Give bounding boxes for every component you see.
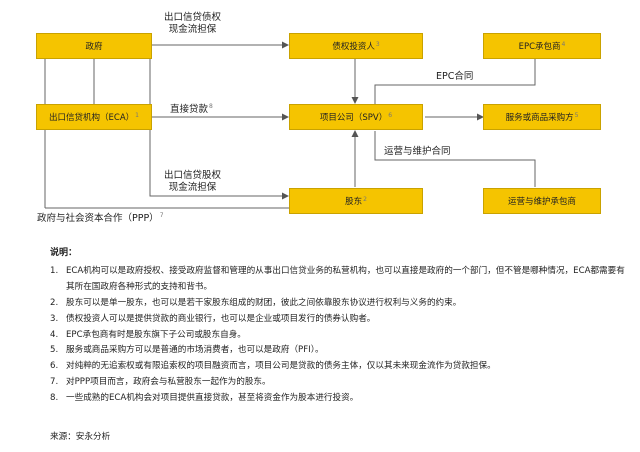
om-box: 运营与维护承包商 [483, 188, 601, 214]
ppp-label: 政府与社会资本合作（PPP）7 [37, 210, 164, 225]
connector-om-spv [374, 131, 536, 187]
connector-eca-bond-investor [149, 41, 289, 105]
direct-loan-note-marker: 8 [209, 103, 213, 110]
note-number: 8. [50, 393, 59, 404]
shareholder-label: 股东 [345, 197, 363, 207]
connector-epc-spv [374, 58, 536, 104]
notes-title: 说明： [50, 248, 78, 258]
government-label: 政府 [85, 42, 103, 52]
export-credit-equity-line1: 出口信贷股权 [164, 170, 222, 181]
direct-loan-text: 直接贷款 [170, 104, 209, 116]
purchaser-label: 服务或商品采购方 [505, 113, 574, 123]
ppp-text: 政府与社会资本合作（PPP） [37, 213, 159, 225]
export-credit-equity-label: 出口信贷股权 现金流担保 [164, 170, 221, 194]
notes-section: 说明： 1. ECA机构可以是政府授权、接受政府监督和管理的从事出口信贷业务的私营… [50, 246, 630, 407]
note-number: 4. [50, 329, 59, 340]
note-text: ECA机构可以是政府授权、接受政府监督和管理的从事出口信贷业务的私营机构，也可以… [66, 265, 625, 292]
note-text: 服务或商品采购方可以是普通的市场消费者，也可以是政府（PFI）。 [66, 345, 324, 356]
om-contract-label: 运营与维护合同 [384, 146, 451, 158]
note-item: 6. 对纯粹的无追索权或有限追索权的项目融资而言，项目公司是贷款的债务主体，仅以其… [50, 359, 630, 375]
note-number: 1. [50, 265, 59, 276]
shareholder-note-marker: 2 [363, 195, 367, 203]
export-credit-equity-line2: 现金流担保 [168, 182, 217, 193]
export-credit-debt-line2: 现金流担保 [168, 24, 217, 35]
notes-list: 1. ECA机构可以是政府授权、接受政府监督和管理的从事出口信贷业务的私营机构，也… [50, 264, 630, 407]
om-label: 运营与维护承包商 [507, 197, 576, 207]
epc-label: EPC承包商 [518, 42, 561, 52]
source-line: 来源：安永分析 [50, 432, 111, 442]
note-item: 3. 债权投资人可以是提供贷款的商业银行，也可以是企业或项目发行的债券认购者。 [50, 312, 630, 328]
note-number: 7. [50, 377, 59, 388]
connector-eca-shareholder [149, 128, 289, 200]
note-item: 5. 服务或商品采购方可以是普通的市场消费者，也可以是政府（PFI）。 [50, 343, 630, 359]
spv-note-marker: 6 [388, 111, 393, 119]
government-box: 政府 [36, 33, 152, 59]
note-item: 7. 对PPP项目而言，政府会与私营股东一起作为的股东。 [50, 375, 630, 391]
purchaser-note-marker: 5 [574, 111, 579, 119]
note-item: 8. 一些成熟的ECA机构会对项目提供直接贷款，甚至将资金作为股本进行投资。 [50, 391, 630, 407]
note-item: 1. ECA机构可以是政府授权、接受政府监督和管理的从事出口信贷业务的私营机构，也… [50, 264, 630, 296]
ppp-note-marker: 7 [159, 212, 164, 219]
epc-contract-text: EPC合同 [436, 71, 474, 82]
note-number: 2. [50, 297, 59, 308]
note-text: 对PPP项目而言，政府会与私营股东一起作为的股东。 [66, 377, 271, 388]
spv-label: 项目公司（SPV） [319, 113, 388, 123]
export-credit-debt-line1: 出口信贷债权 [164, 12, 222, 23]
epc-contract-label: EPC合同 [436, 71, 473, 83]
note-number: 3. [50, 313, 59, 324]
eca-label: 出口信贷机构（ECA） [49, 113, 135, 123]
note-text: 债权投资人可以是提供贷款的商业银行，也可以是企业或项目发行的债券认购者。 [66, 313, 376, 324]
note-text: EPC承包商有时是股东旗下子公司或股东自身。 [66, 329, 246, 340]
bond-investor-label: 债权投资人 [332, 42, 375, 52]
note-number: 5. [50, 345, 59, 356]
om-contract-text: 运营与维护合同 [384, 146, 451, 157]
eca-box: 出口信贷机构（ECA）1 [36, 104, 152, 130]
direct-loan-label: 直接贷款8 [170, 101, 213, 116]
eca-note-marker: 1 [135, 111, 139, 119]
note-text: 股东可以是单一股东，也可以是若干家股东组成的财团，彼此之间依靠股东协议进行权利与… [66, 297, 462, 308]
note-text: 一些成熟的ECA机构会对项目提供直接贷款，甚至将资金作为股本进行投资。 [66, 393, 359, 404]
export-credit-debt-label: 出口信贷债权 现金流担保 [164, 12, 221, 36]
note-number: 6. [50, 361, 59, 372]
epc-note-marker: 4 [561, 40, 566, 48]
note-item: 2. 股东可以是单一股东，也可以是若干家股东组成的财团，彼此之间依靠股东协议进行权… [50, 296, 630, 312]
spv-box: 项目公司（SPV）6 [289, 104, 423, 130]
diagram-connectors [44, 41, 536, 209]
bond-investor-note-marker: 3 [375, 40, 380, 48]
note-text: 对纯粹的无追索权或有限追索权的项目融资而言，项目公司是贷款的债务主体，仅以其未来… [66, 361, 496, 372]
note-item: 4. EPC承包商有时是股东旗下子公司或股东自身。 [50, 328, 630, 344]
